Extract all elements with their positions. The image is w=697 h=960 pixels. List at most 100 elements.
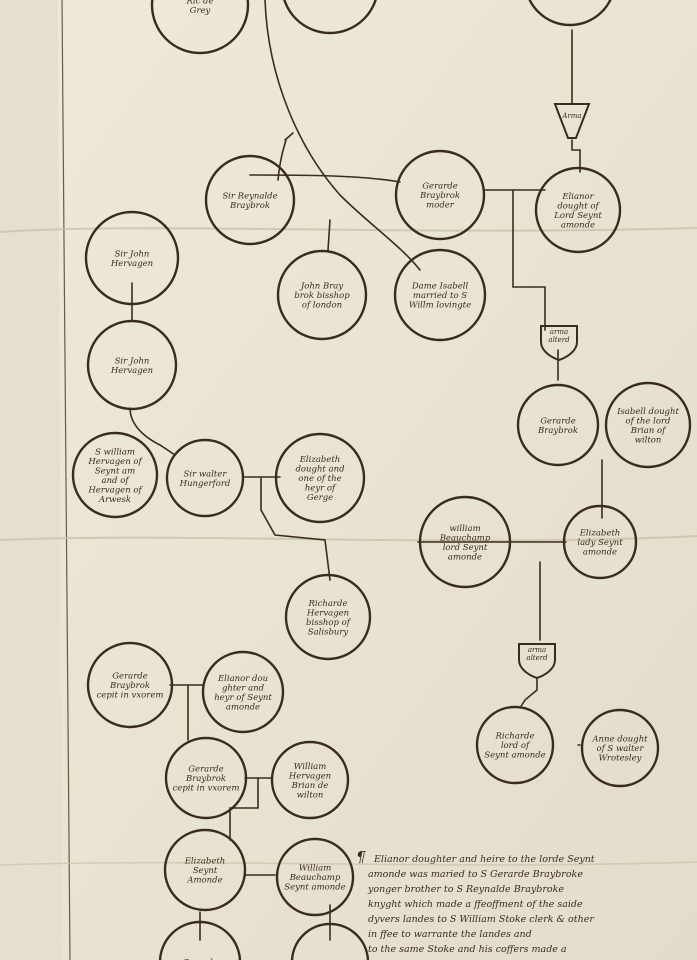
roundel-ring [71,431,159,519]
roundel-ring [86,319,178,411]
deed-text-line: yonger brother to S Reynalde Braybroke [367,884,564,895]
roundel-label-line: William [299,864,332,874]
roundel-label-line: dought and [295,465,345,475]
roundel-label-line: of the lord [626,416,671,426]
roundel-label-line: lord of [501,741,531,751]
deed-text-line: amonde was maried to S Gerarde Braybroke [368,869,583,880]
deed-text-line: to the same Stoke and his coffers made a [368,944,567,955]
roundel-label-line: Grey [190,6,211,16]
shield-shield-top: Arma [553,103,591,139]
fold-crease [0,227,697,233]
roundel-label-line: Dame Isabell [411,282,469,292]
lineage-lines [129,0,603,941]
roundel-label-line: Elianor dou [217,674,268,684]
roundel-label-line: Gerarde [112,672,148,682]
roundel-label-line: of london [302,301,342,311]
roundel-bottom-mid [290,922,370,960]
roundel-label-line: Seynt [193,866,218,876]
roundel-ring [158,920,242,960]
roundel-label-line: heyr of Seynt [214,693,272,703]
roundel-label-line: Gerarde [422,182,458,192]
roundel-label-line: S william [95,447,135,457]
roundel-ring [165,438,245,518]
roundel-label-line: Hervagen [306,608,349,618]
roundel-label-line: Seynt am [95,466,135,476]
roundel-label-line: married to S [413,291,467,301]
roundel-ring [604,381,692,469]
roundel-label-line: lord Seynt [443,543,488,553]
roundel-label-line: and of [102,476,131,486]
roundel-label-line: Ric de [185,0,213,6]
roundel-ring [270,740,350,820]
roundel-label-line: Sir John [115,249,150,259]
roundel-ring [534,166,622,254]
roundel-ring [201,650,285,734]
paragraph-mark: ¶ [356,848,366,866]
shield-label: Arma [561,112,581,120]
roundel-label-line: Elizabeth [579,529,621,539]
roundel-ring [394,149,486,241]
roundel-label-line: Isabell dought [616,407,679,417]
shield-outline [553,103,591,139]
margin-rule [61,0,71,960]
roundel-label-line: William [294,762,327,772]
roundel-label-line: Richarde [308,599,348,609]
roundel-ring [393,248,487,342]
roundel-label-line: Braybrok [109,681,150,691]
roundel-ring [274,432,366,524]
roundel-label-line: Hervagen of [87,457,143,467]
roundel-label-line: Gerge [307,493,333,503]
roundel-label-line: Gerarde [188,765,224,775]
roundel-label-line: Anne dought [591,735,648,745]
roundel-label-line: william [449,524,480,534]
roundel-ring [562,504,638,580]
roundel-label-line: Arwesk [98,495,131,505]
roundel-label-line: Hervagen [288,771,331,781]
roundel-label-line: Lord Seynt [553,211,602,221]
roundel-label-line: Sir John [115,356,150,366]
roundel-label-line: Braybrok [419,191,460,201]
roundel-label-line: Elizabeth [299,455,341,465]
roundel-label-line: wilton [297,790,324,800]
roundel-label-line: heyr of [305,484,337,494]
roundel-label-line: Seynt amonde [484,751,545,761]
roundel-label-line: wilton [635,435,662,445]
roundel-partial-top [283,0,377,35]
roundel-label-line: lady Seynt [577,538,623,548]
roundel-label-line: amonde [561,220,595,230]
shield-outline [540,325,578,362]
roundel-label-line: Elianor [561,192,594,202]
deed-text: Elianor doughter and heire to the lorde … [367,854,595,960]
roundel-label-line: Hervagen [110,259,153,269]
deed-text-line: knyght which made a ffeoffment of the sa… [368,899,583,910]
roundel-label-line: moder [426,201,455,211]
shield-outline [518,643,556,680]
roundel-label-line: amonde [583,548,617,558]
roundel-label-line: Beauchamp [289,873,341,883]
roundel-ring [164,736,248,820]
roundel-label-line: bisshop of [306,618,352,628]
roundel-label-line: Braybrok [229,201,270,211]
roundel-label-line: Willm lovingte [409,301,471,311]
roundel-label-line: brok bisshop [294,291,350,301]
roundel-label-line: Salisbury [308,627,349,637]
roundel-label-line: Amonde [186,876,222,886]
fold-crease [0,861,697,866]
roundel-label-line: Braybrok [185,774,226,784]
